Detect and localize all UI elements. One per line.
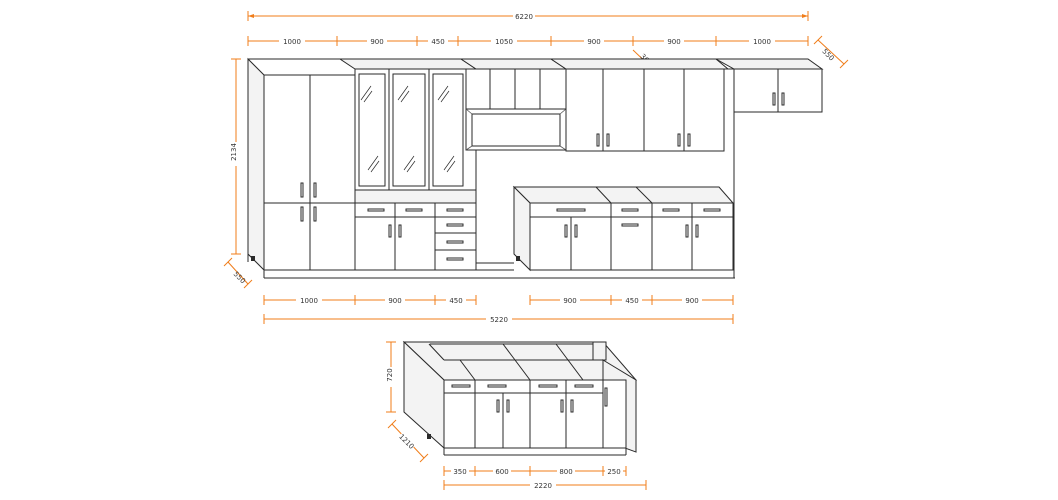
top-seg-2: 900 bbox=[370, 38, 383, 46]
overall-width-label: 6220 bbox=[515, 13, 533, 21]
island-seg-1: 350 bbox=[453, 468, 466, 476]
island-height-dimension: 720 bbox=[385, 341, 397, 413]
top-depth-label: 550 bbox=[820, 47, 835, 62]
right-wall-cabinets bbox=[549, 58, 730, 152]
island-leg-marker bbox=[427, 434, 431, 439]
bottom-total-dimension: 5220 bbox=[263, 314, 734, 324]
top-segment-dimensions: 1000 900 450 1050 900 900 1000 bbox=[247, 36, 809, 46]
base-cabinets-right bbox=[476, 185, 735, 272]
glass-wall-cabinets bbox=[354, 68, 477, 191]
base-cabinets-left bbox=[354, 189, 477, 271]
bottom-left-seg-3: 450 bbox=[449, 297, 462, 305]
bottom-right-seg-3: 900 bbox=[685, 297, 698, 305]
island-unit bbox=[402, 340, 638, 456]
wall-unit bbox=[247, 57, 824, 279]
bottom-left-dimensions: 1000 900 450 bbox=[263, 295, 477, 305]
island-total-dimension: 2220 bbox=[443, 480, 647, 490]
top-seg-3: 450 bbox=[431, 38, 444, 46]
bottom-right-seg-1: 900 bbox=[563, 297, 576, 305]
leg-marker-2 bbox=[516, 256, 520, 261]
top-seg-1: 1000 bbox=[283, 38, 301, 46]
corner-wall-cabinet bbox=[714, 58, 824, 278]
island-seg-2: 600 bbox=[495, 468, 508, 476]
island-depth-label: 1210 bbox=[397, 433, 415, 451]
bottom-right-seg-2: 450 bbox=[625, 297, 638, 305]
island-segment-dimensions: 350 600 800 250 bbox=[443, 466, 627, 476]
height-dimension: 2134 bbox=[230, 58, 242, 255]
open-shelf-wall-cabinet bbox=[459, 58, 568, 151]
top-seg-7: 1000 bbox=[753, 38, 771, 46]
top-seg-4: 1050 bbox=[495, 38, 513, 46]
island-total-label: 2220 bbox=[534, 482, 552, 490]
island-height-label: 720 bbox=[386, 368, 394, 381]
bottom-left-seg-2: 900 bbox=[388, 297, 401, 305]
leg-marker bbox=[251, 256, 255, 261]
depth-dimension: 550 bbox=[223, 257, 253, 289]
tall-pantry-cabinet bbox=[263, 74, 356, 271]
bottom-right-dimensions: 900 450 900 bbox=[529, 295, 734, 305]
top-seg-6: 900 bbox=[667, 38, 680, 46]
top-seg-5: 900 bbox=[587, 38, 600, 46]
bottom-left-seg-1: 1000 bbox=[300, 297, 318, 305]
depth-label: 550 bbox=[232, 270, 247, 285]
island-seg-3: 800 bbox=[559, 468, 572, 476]
bottom-total-label: 5220 bbox=[490, 316, 508, 324]
top-depth-dimension: 550 bbox=[813, 35, 849, 69]
overall-width-dimension: 6220 bbox=[247, 11, 809, 21]
island-seg-4: 250 bbox=[607, 468, 620, 476]
height-label: 2134 bbox=[230, 143, 238, 161]
